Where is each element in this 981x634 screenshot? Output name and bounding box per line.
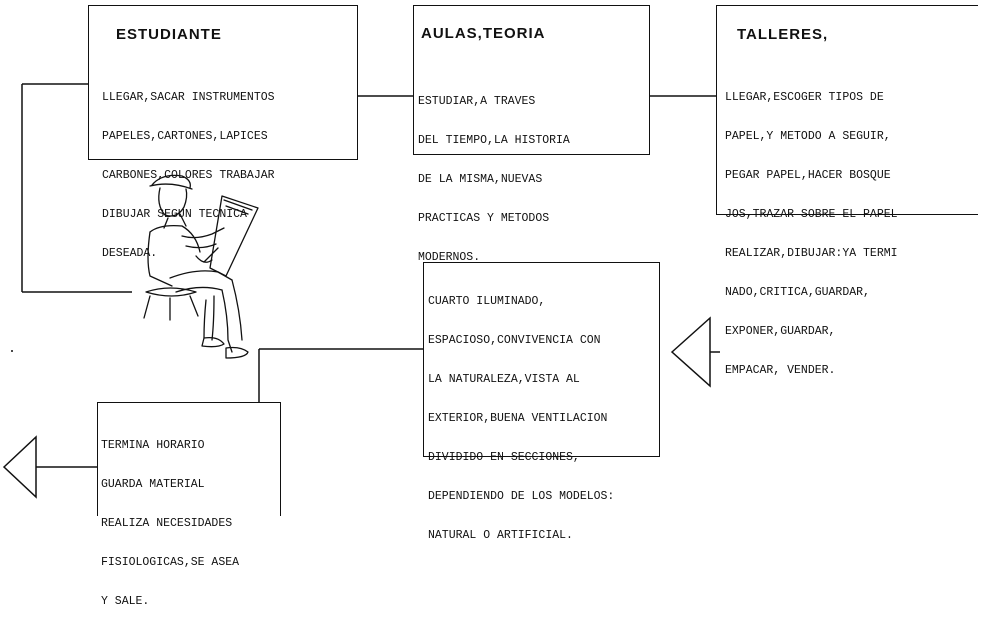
- text-line: FISIOLOGICAS,SE ASEA: [101, 556, 239, 569]
- text-line: REALIZAR,DIBUJAR:YA TERMI: [725, 247, 898, 260]
- box-text: CUARTO ILUMINADO, ESPACIOSO,CONVIVENCIA …: [428, 269, 614, 568]
- box-text: LLEGAR,SACAR INSTRUMENTOS PAPELES,CARTON…: [102, 65, 275, 286]
- box-talleres: TALLERES, LLEGAR,ESCOGER TIPOS DE PAPEL,…: [716, 5, 978, 215]
- box-estudiante: ESTUDIANTE LLEGAR,SACAR INSTRUMENTOS PAP…: [88, 5, 358, 160]
- text-line: ESTUDIAR,A TRAVES: [418, 95, 570, 108]
- box-title: TALLERES,: [737, 26, 828, 43]
- box-title: AULAS,TEORIA: [421, 25, 546, 42]
- text-line: DE LA MISMA,NUEVAS: [418, 173, 570, 186]
- box-text: ESTUDIAR,A TRAVES DEL TIEMPO,LA HISTORIA…: [418, 69, 570, 290]
- dot-mark: [11, 350, 13, 352]
- text-line: Y SALE.: [101, 595, 239, 608]
- flow-diagram: ESTUDIANTE LLEGAR,SACAR INSTRUMENTOS PAP…: [0, 0, 981, 513]
- text-line: DEPENDIENDO DE LOS MODELOS:: [428, 490, 614, 503]
- text-line: DIBUJAR SEGUN TECNICA: [102, 208, 275, 221]
- text-line: CARBONES,COLORES TRABAJAR: [102, 169, 275, 182]
- text-line: GUARDA MATERIAL: [101, 478, 239, 491]
- arrow-left-cuarto-icon: [672, 318, 710, 386]
- text-line: PEGAR PAPEL,HACER BOSQUE: [725, 169, 898, 182]
- text-line: TERMINA HORARIO: [101, 439, 239, 452]
- box-text: LLEGAR,ESCOGER TIPOS DE PAPEL,Y METODO A…: [725, 65, 898, 403]
- text-line: DIVIDIDO EN SECCIONES,: [428, 451, 614, 464]
- box-title: ESTUDIANTE: [116, 26, 222, 43]
- text-line: EXTERIOR,BUENA VENTILACION: [428, 412, 614, 425]
- text-line: DESEADA.: [102, 247, 275, 260]
- text-line: NATURAL O ARTIFICIAL.: [428, 529, 614, 542]
- text-line: ESPACIOSO,CONVIVENCIA CON: [428, 334, 614, 347]
- text-line: CUARTO ILUMINADO,: [428, 295, 614, 308]
- text-line: REALIZA NECESIDADES: [101, 517, 239, 530]
- box-cuarto-iluminado: CUARTO ILUMINADO, ESPACIOSO,CONVIVENCIA …: [423, 262, 660, 457]
- text-line: JOS,TRAZAR SOBRE EL PAPEL: [725, 208, 898, 221]
- text-line: LA NATURALEZA,VISTA AL: [428, 373, 614, 386]
- text-line: EMPACAR, VENDER.: [725, 364, 898, 377]
- arrow-left-exit-icon: [4, 437, 36, 497]
- text-line: NADO,CRITICA,GUARDAR,: [725, 286, 898, 299]
- text-line: PAPEL,Y METODO A SEGUIR,: [725, 130, 898, 143]
- text-line: DEL TIEMPO,LA HISTORIA: [418, 134, 570, 147]
- box-termina-horario: TERMINA HORARIO GUARDA MATERIAL REALIZA …: [97, 402, 281, 516]
- text-line: PRACTICAS Y METODOS: [418, 212, 570, 225]
- text-line: LLEGAR,ESCOGER TIPOS DE: [725, 91, 898, 104]
- text-line: EXPONER,GUARDAR,: [725, 325, 898, 338]
- box-text: TERMINA HORARIO GUARDA MATERIAL REALIZA …: [101, 413, 239, 634]
- box-aulas-teoria: AULAS,TEORIA ESTUDIAR,A TRAVES DEL TIEMP…: [413, 5, 650, 155]
- text-line: LLEGAR,SACAR INSTRUMENTOS: [102, 91, 275, 104]
- text-line: PAPELES,CARTONES,LAPICES: [102, 130, 275, 143]
